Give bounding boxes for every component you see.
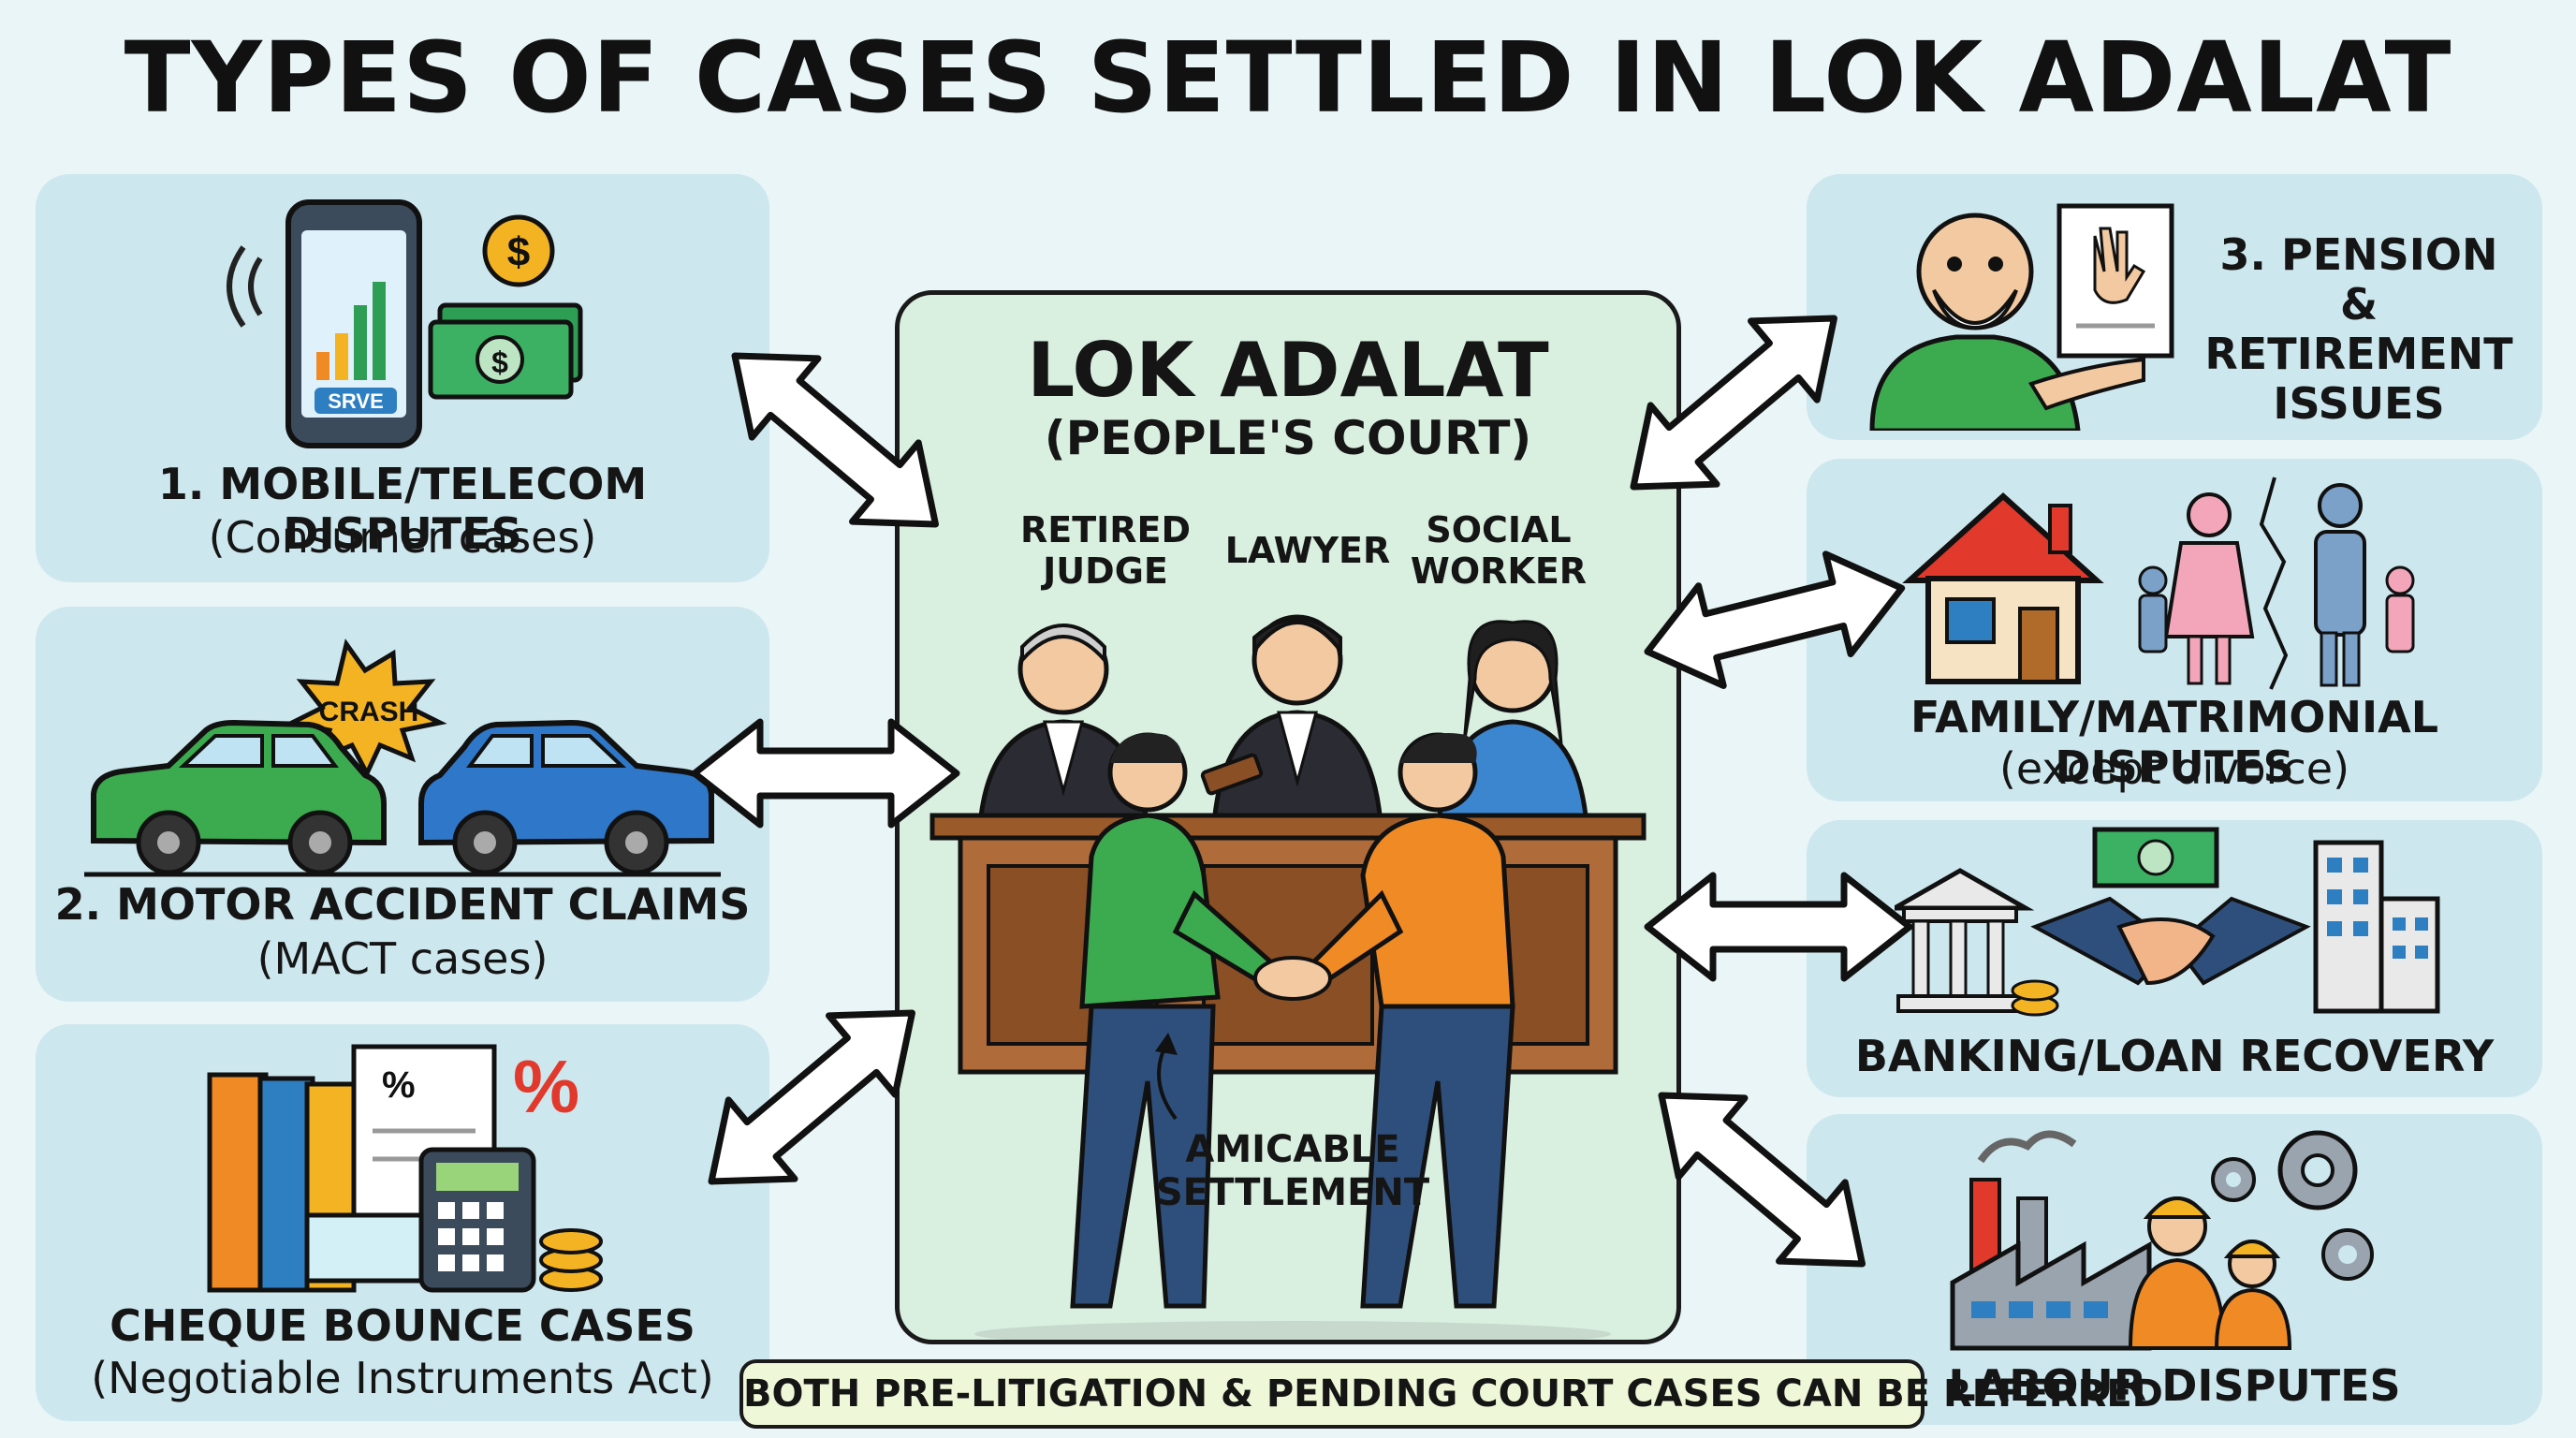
card-family-matrimonial: FAMILY/MATRIMONIAL DISPUTES (except divo… [1807, 459, 2542, 801]
svg-text:%: % [513, 1045, 579, 1128]
card-label: 2. MOTOR ACCIDENT CLAIMS [54, 879, 751, 930]
card-banking-loan: BANKING/LOAN RECOVERY [1807, 820, 2542, 1097]
card-sublabel: (Consumer cases) [208, 512, 597, 563]
card-label: 1. MOBILE/TELECOM DISPUTES [157, 459, 648, 559]
card-cheque-bounce: % % CHEQUE BOUNCE CASES (Negotiable Inst… [36, 1024, 769, 1421]
bank-handshake-icon [1895, 827, 2440, 1017]
card-sublabel: (Negotiable Instruments Act) [91, 1353, 714, 1403]
card-labour: LABOUR DISPUTES [1807, 1114, 2542, 1425]
arrow-motor-to-center [695, 722, 957, 825]
role-retired-judge: RETIRED JUDGE [1019, 509, 1192, 592]
card-label: LABOUR DISPUTES [1948, 1360, 2401, 1411]
lok-adalat-subtitle: (PEOPLE'S COURT) [1044, 411, 1532, 465]
card-sublabel: (MACT cases) [256, 933, 549, 984]
house-family-icon [1902, 477, 2415, 690]
card-label: CHEQUE BOUNCE CASES [110, 1300, 695, 1351]
arrow-pension-to-center [1601, 279, 1867, 526]
card-mobile-telecom: SRVE $ $ 1. MOBILE/TELECOM DISPUTES (Con… [36, 174, 769, 582]
arrow-mobile-to-center [702, 316, 969, 564]
card-sublabel: (except divorce) [1998, 743, 2350, 794]
lok-adalat-panel: LOK ADALAT (PEOPLE'S COURT) RETIRED JUDG… [895, 290, 1681, 1344]
arrow-banking-to-center [1647, 875, 1910, 978]
card-label: BANKING/LOAN RECOVERY [1854, 1031, 2495, 1081]
role-social-worker: SOCIAL WORKER [1410, 509, 1588, 592]
amicable-settlement-label: AMICABLE SETTLEMENT [1155, 1128, 1430, 1214]
footer-note: BOTH PRE-LITIGATION & PENDING COURT CASE… [739, 1359, 2163, 1429]
pensioner-document-icon [1869, 203, 2174, 431]
phone-bill-icon: SRVE $ $ [227, 199, 583, 448]
arrow-labour-to-center [1629, 1056, 1895, 1303]
crash-text: CRASH [319, 697, 419, 727]
court-scene-illustration [929, 614, 1647, 1340]
svg-text:$: $ [507, 229, 530, 275]
lok-adalat-title: LOK ADALAT [1027, 327, 1549, 414]
role-lawyer: LAWYER [1224, 530, 1391, 571]
arrow-cheque-to-center [679, 974, 945, 1221]
handshake [1253, 956, 1332, 1001]
page-title: TYPES OF CASES SETTLED IN LOK ADALAT [124, 21, 2452, 135]
card-pension: 3. PENSION & RETIREMENT ISSUES [1807, 174, 2542, 440]
phone-screen-text: SRVE [328, 389, 384, 413]
card-label: 3. PENSION & RETIREMENT ISSUES [2204, 229, 2513, 429]
factory-workers-icon [1950, 1130, 2374, 1351]
svg-text:$: $ [491, 345, 508, 379]
svg-text:%: % [382, 1064, 416, 1106]
arrow-family-to-center [1635, 538, 1914, 701]
cheque-calculator-icon: % % [207, 1044, 603, 1293]
card-label: FAMILY/MATRIMONIAL DISPUTES [1910, 692, 2439, 792]
